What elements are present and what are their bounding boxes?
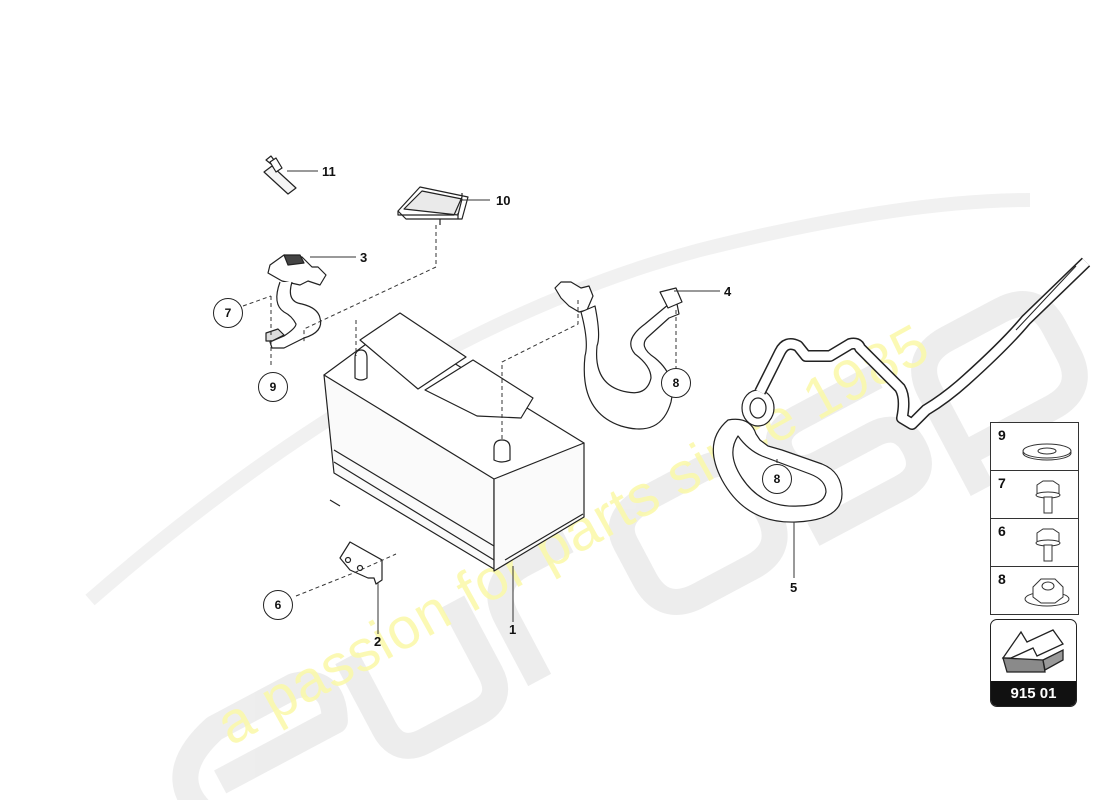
battery-part-1 bbox=[323, 312, 585, 572]
flange-bolt-icon bbox=[1035, 480, 1061, 514]
legend-row: 6 bbox=[991, 519, 1078, 567]
flange-nut-icon bbox=[1024, 578, 1070, 607]
arrow-direction-icon bbox=[1001, 629, 1064, 673]
callout-10: 10 bbox=[496, 193, 511, 208]
circled-ref-8: 8 bbox=[762, 464, 792, 494]
circled-ref-6: 6 bbox=[263, 590, 293, 620]
legend-row: 9 bbox=[991, 423, 1078, 471]
circled-ref-7: 7 bbox=[213, 298, 243, 328]
hardware-legend: 9 7 6 8 bbox=[990, 422, 1079, 615]
legend-number: 6 bbox=[998, 523, 1006, 539]
fuse-part-11 bbox=[263, 155, 297, 195]
callout-3: 3 bbox=[360, 250, 368, 265]
legend-row: 8 bbox=[991, 567, 1078, 614]
callout-2: 2 bbox=[374, 634, 382, 649]
negative-clamp-part-3 bbox=[265, 254, 327, 349]
positive-cable-part-4 bbox=[554, 281, 683, 430]
diagram-number: 915 01 bbox=[991, 681, 1076, 706]
assembly-dashed-lines bbox=[242, 225, 778, 597]
callout-1: 1 bbox=[509, 622, 517, 637]
diagram-number-badge: 915 01 bbox=[990, 619, 1077, 707]
circled-ref-8: 8 bbox=[661, 368, 691, 398]
bracket-part-2 bbox=[339, 541, 383, 585]
circled-ref-9: 9 bbox=[258, 372, 288, 402]
callout-11: 11 bbox=[322, 164, 336, 179]
legend-number: 7 bbox=[998, 475, 1006, 491]
legend-number: 9 bbox=[998, 427, 1006, 443]
callout-5: 5 bbox=[790, 580, 798, 595]
callout-4: 4 bbox=[724, 284, 732, 299]
legend-row: 7 bbox=[991, 471, 1078, 519]
leader-lines bbox=[287, 170, 795, 634]
terminal-cover-part-10 bbox=[397, 186, 469, 225]
washer-icon bbox=[1022, 443, 1072, 461]
legend-number: 8 bbox=[998, 571, 1006, 587]
flange-bolt-icon bbox=[1035, 528, 1061, 562]
